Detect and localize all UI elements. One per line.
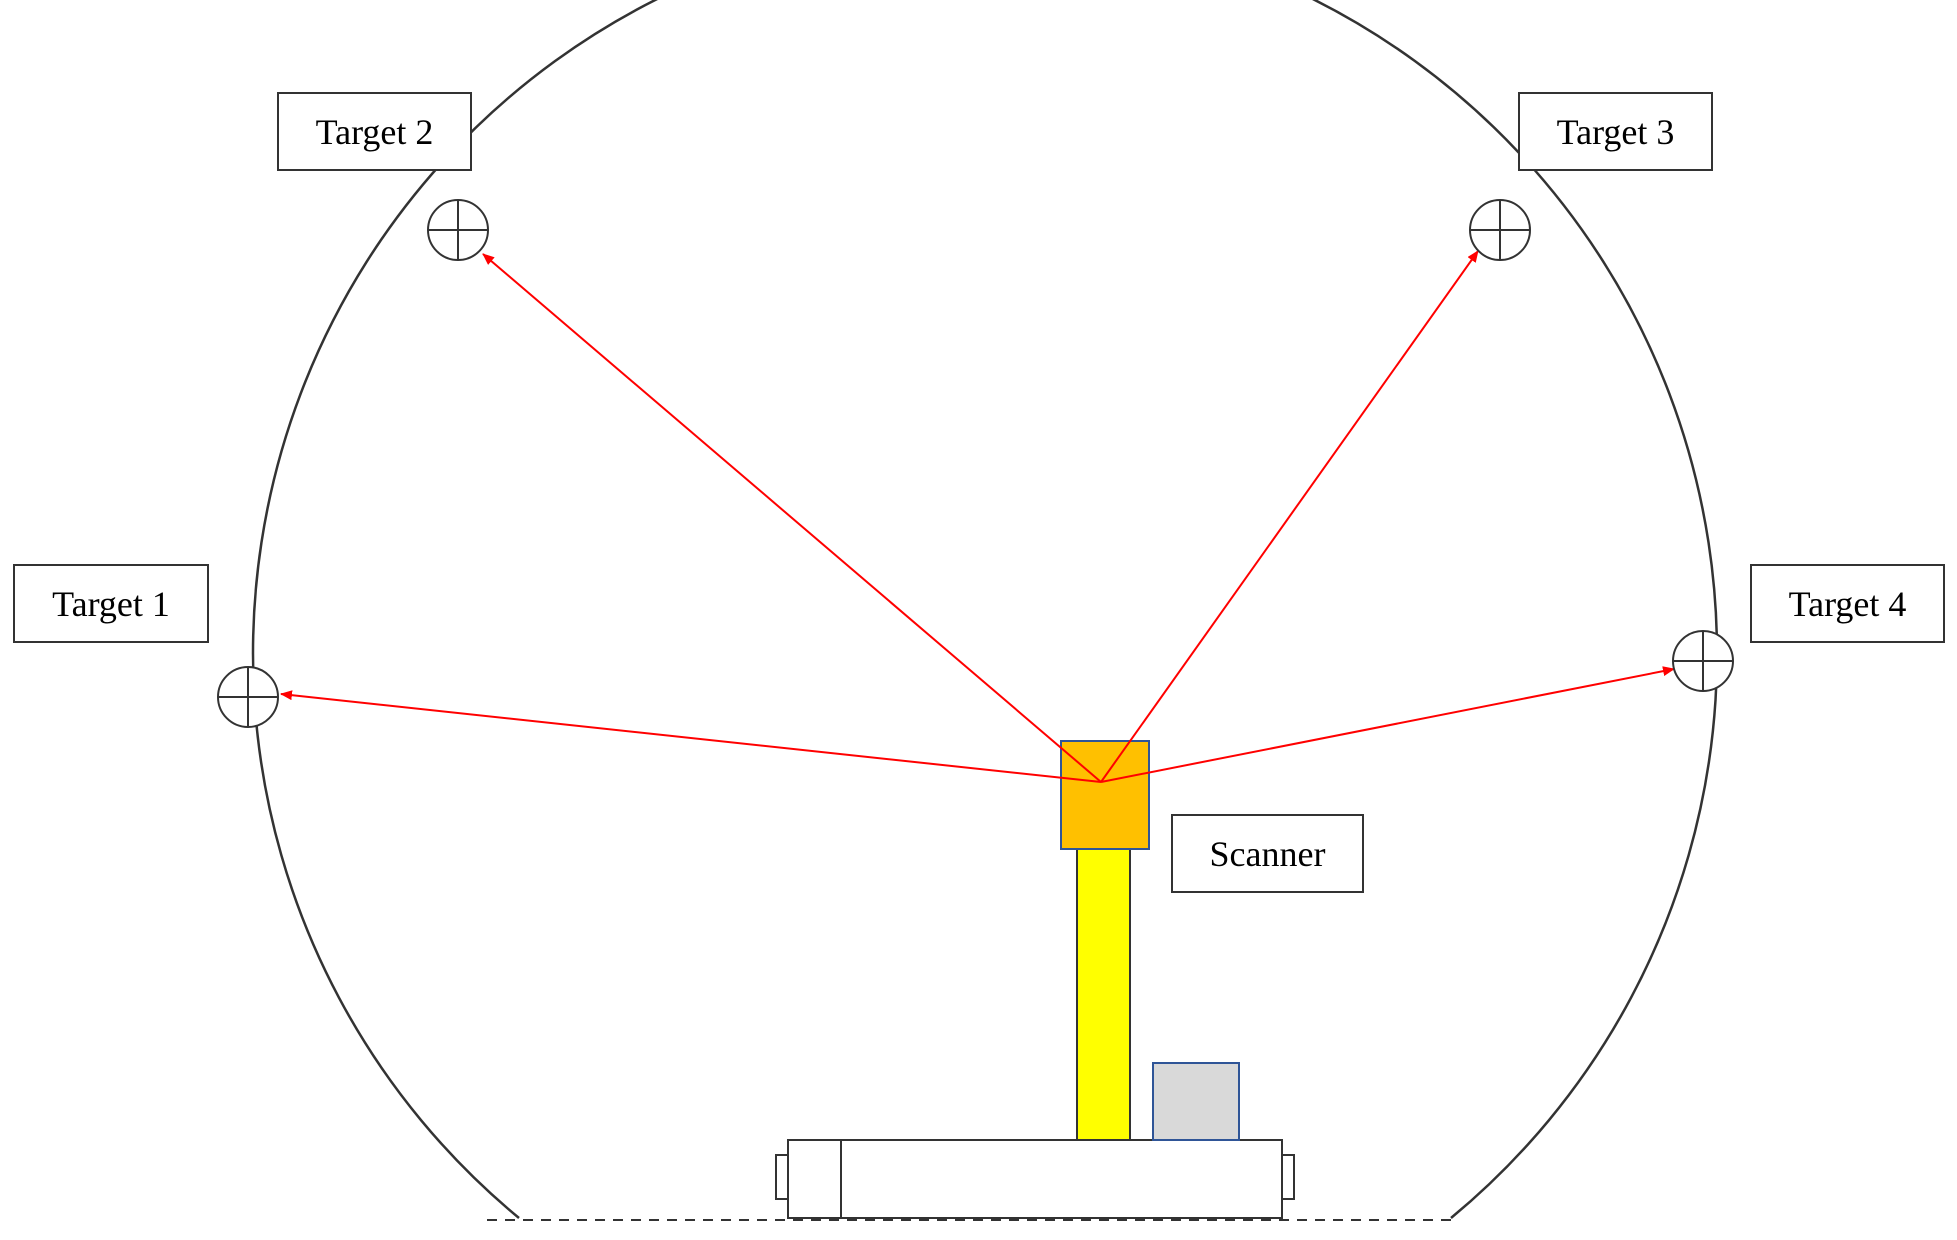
cart-right-bumper: [1281, 1154, 1295, 1200]
scanner-mast: [1076, 848, 1131, 1141]
label-scanner: Scanner: [1171, 814, 1364, 893]
label-target-3-text: Target 3: [1557, 112, 1675, 152]
platform-cart: [775, 1139, 1295, 1219]
crosshair-circle-icon: [1469, 199, 1531, 261]
label-target-3: Target 3: [1518, 92, 1713, 171]
ray-to-target-4: [1100, 666, 1675, 783]
label-target-4-text: Target 4: [1789, 584, 1907, 624]
cart-body: [787, 1139, 1283, 1219]
label-target-4: Target 4: [1750, 564, 1945, 643]
scan-rays: [280, 250, 1675, 783]
cart-left-bumper: [775, 1154, 789, 1200]
crosshair-circle-icon: [1672, 630, 1734, 692]
equipment-box: [1152, 1062, 1240, 1141]
crosshair-circle-icon: [217, 666, 279, 728]
ray-to-target-2: [482, 253, 1102, 783]
label-target-1: Target 1: [13, 564, 209, 643]
ray-to-target-1: [280, 690, 1102, 783]
crosshair-circle-icon: [427, 199, 489, 261]
label-target-2-text: Target 2: [316, 112, 434, 152]
label-target-1-text: Target 1: [52, 584, 170, 624]
scanner-head: [1060, 740, 1150, 850]
tunnel-outline: [251, 0, 1719, 1219]
label-target-2: Target 2: [277, 92, 472, 171]
label-scanner-text: Scanner: [1210, 834, 1326, 874]
ray-to-target-3: [1100, 250, 1479, 783]
